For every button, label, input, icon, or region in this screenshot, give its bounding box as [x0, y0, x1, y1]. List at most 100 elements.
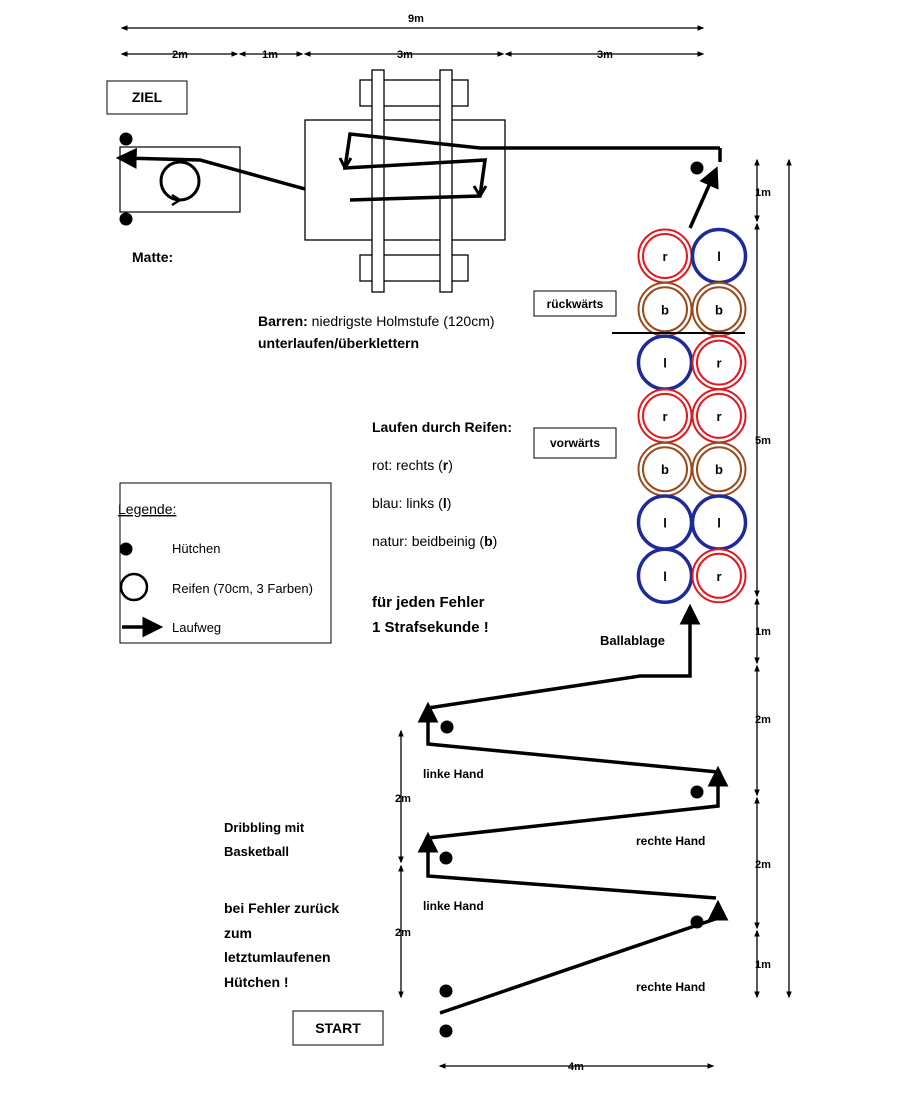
left-dimensions: 2m 2m — [395, 729, 411, 999]
hoop-letter-r5-c1: l — [717, 516, 721, 531]
reifen-title: Laufen durch Reifen: — [372, 419, 512, 435]
dim-3m-a: 3m — [397, 49, 413, 61]
hoop-inner-ring-r1-c0 — [642, 286, 688, 333]
hoop-letter-r1-c1: b — [715, 302, 723, 317]
cone-dribble-4 — [690, 915, 704, 929]
dim-3m-b: 3m — [597, 49, 613, 61]
dim-right-1m-mid: 1m — [755, 626, 771, 638]
dribbling-line1: Dribbling mit — [224, 820, 305, 835]
legend-reifen: Reifen (70cm, 3 Farben) — [172, 581, 313, 596]
cone-dribble-1 — [440, 720, 454, 734]
hoop-inner-ring-r6-c1 — [696, 552, 742, 599]
legend-hoop-icon — [119, 572, 149, 602]
legend: Legende: Hütchen Reifen (70cm, 3 Farben)… — [118, 482, 332, 644]
vorwaerts-label: vorwärts — [550, 436, 600, 450]
barren-mat — [304, 119, 506, 241]
path-barren-zigzag — [342, 132, 720, 202]
start-label: START — [315, 1020, 361, 1036]
matte-label: Matte: — [132, 249, 173, 265]
legend-title: Legende: — [118, 501, 176, 517]
ziel-box — [106, 80, 188, 115]
dim-right-5m: 5m — [755, 435, 771, 447]
legend-huetchen: Hütchen — [172, 541, 220, 556]
hoop-inner-ring-r3-c0 — [642, 392, 688, 439]
legend-laufweg: Laufweg — [172, 620, 221, 635]
dim-1m-top: 1m — [262, 49, 278, 61]
cone-matte-top — [119, 132, 133, 146]
cone-dribble-2 — [690, 785, 704, 799]
hoop-inner-ring-r4-c1 — [696, 446, 742, 493]
rechte-hand-2: rechte Hand — [636, 980, 705, 994]
rueckwaerts-box — [533, 290, 617, 317]
path-seg-3 — [427, 765, 729, 840]
dim-9m: 9m — [408, 13, 424, 25]
dim-left-2m-b: 2m — [395, 927, 411, 939]
hoop-letter-r2-c1: r — [716, 356, 721, 371]
cone-start-bottom — [439, 1024, 453, 1038]
barren-label: Barren: niedrigste Holmstufe (120cm) — [258, 313, 495, 329]
vorwaerts-box — [533, 427, 617, 459]
rule-natur: natur: beidbeinig (b) — [372, 533, 497, 549]
dim-left-2m-a: 2m — [395, 793, 411, 805]
path-seg-1 — [439, 899, 729, 1015]
barren — [304, 69, 722, 293]
bei-fehler-line2: zum — [224, 925, 252, 941]
hoop-letter-r4-c0: b — [661, 462, 669, 477]
barren-label-line2: unterlaufen/überklettern — [258, 335, 419, 351]
dim-right-1m-top: 1m — [755, 187, 771, 199]
top-dimensions: 9m 2m 1m 3m 3m — [120, 13, 705, 61]
dim-right-1m-bottom: 1m — [755, 959, 771, 971]
barren-arrowhead-1 — [338, 157, 353, 169]
ballablage-label: Ballablage — [600, 633, 665, 648]
dim-4m: 4m — [568, 1061, 584, 1073]
hoop-letter-r4-c1: b — [715, 462, 723, 477]
hoop-red-r6-c1 — [691, 548, 747, 604]
hoop-letter-r3-c1: r — [716, 409, 721, 424]
matte-roll-arrowhead — [171, 193, 181, 207]
start-box — [292, 1010, 384, 1046]
barren-holm-left — [371, 69, 385, 293]
barren-arrowhead-2 — [472, 185, 488, 197]
fehler-line1: für jeden Fehler — [372, 594, 485, 611]
dim-right-2m-a: 2m — [755, 714, 771, 726]
dim-2m-top: 2m — [172, 49, 188, 61]
hoop-letter-r0-c1: l — [717, 249, 721, 264]
hoop-letter-r2-c0: l — [663, 356, 667, 371]
hoop-letter-r6-c0: l — [663, 569, 667, 584]
linke-hand-1: linke Hand — [423, 767, 484, 781]
path-arrow-up-to-barren — [688, 166, 719, 229]
matte-rect — [119, 146, 241, 213]
rechte-hand-1: rechte Hand — [636, 834, 705, 848]
bei-fehler-line4: Hütchen ! — [224, 974, 289, 990]
fehler-line2: 1 Strafsekunde ! — [372, 619, 489, 636]
matte-roll-icon — [159, 160, 201, 202]
hoop-letter-r6-c1: r — [716, 569, 721, 584]
hoop-letter-r5-c0: l — [663, 516, 667, 531]
hoop-letter-r1-c0: b — [661, 302, 669, 317]
hoop-inner-ring-r3-c1 — [696, 392, 742, 439]
hoop-inner-ring-r2-c1 — [696, 339, 742, 386]
bei-fehler-line1: bei Fehler zurück — [224, 900, 339, 916]
hoop-inner-ring-r4-c0 — [642, 446, 688, 493]
cone-matte-bottom — [119, 212, 133, 226]
path-seg-4 — [417, 701, 719, 774]
matte — [115, 132, 346, 226]
dribbling-line2: Basketball — [224, 844, 289, 859]
hoop-grid: r l b b l r r r b b l l l r — [636, 227, 748, 605]
path-to-hoops — [427, 603, 701, 710]
bei-fehler-line3: letztumlaufenen — [224, 949, 331, 965]
hoop-inner-ring-r1-c1 — [696, 286, 742, 333]
dribbling-path — [417, 701, 729, 1038]
rueckwaerts-label: rückwärts — [547, 297, 604, 311]
path-seg-2 — [417, 831, 717, 900]
hoop-letter-r0-c0: r — [662, 249, 667, 264]
ziel-label: ZIEL — [132, 89, 163, 105]
rule-rot: rot: rechts (r) — [372, 457, 453, 473]
cone-dribble-3 — [439, 851, 453, 865]
hoop-inner-ring-r0-c0 — [642, 233, 688, 279]
dim-right-2m-b: 2m — [755, 859, 771, 871]
right-dimensions: 1m 5m 1m 2m 2m 1m — [754, 158, 792, 999]
rule-blau: blau: links (l) — [372, 495, 451, 511]
hoop-letter-r3-c0: r — [662, 409, 667, 424]
